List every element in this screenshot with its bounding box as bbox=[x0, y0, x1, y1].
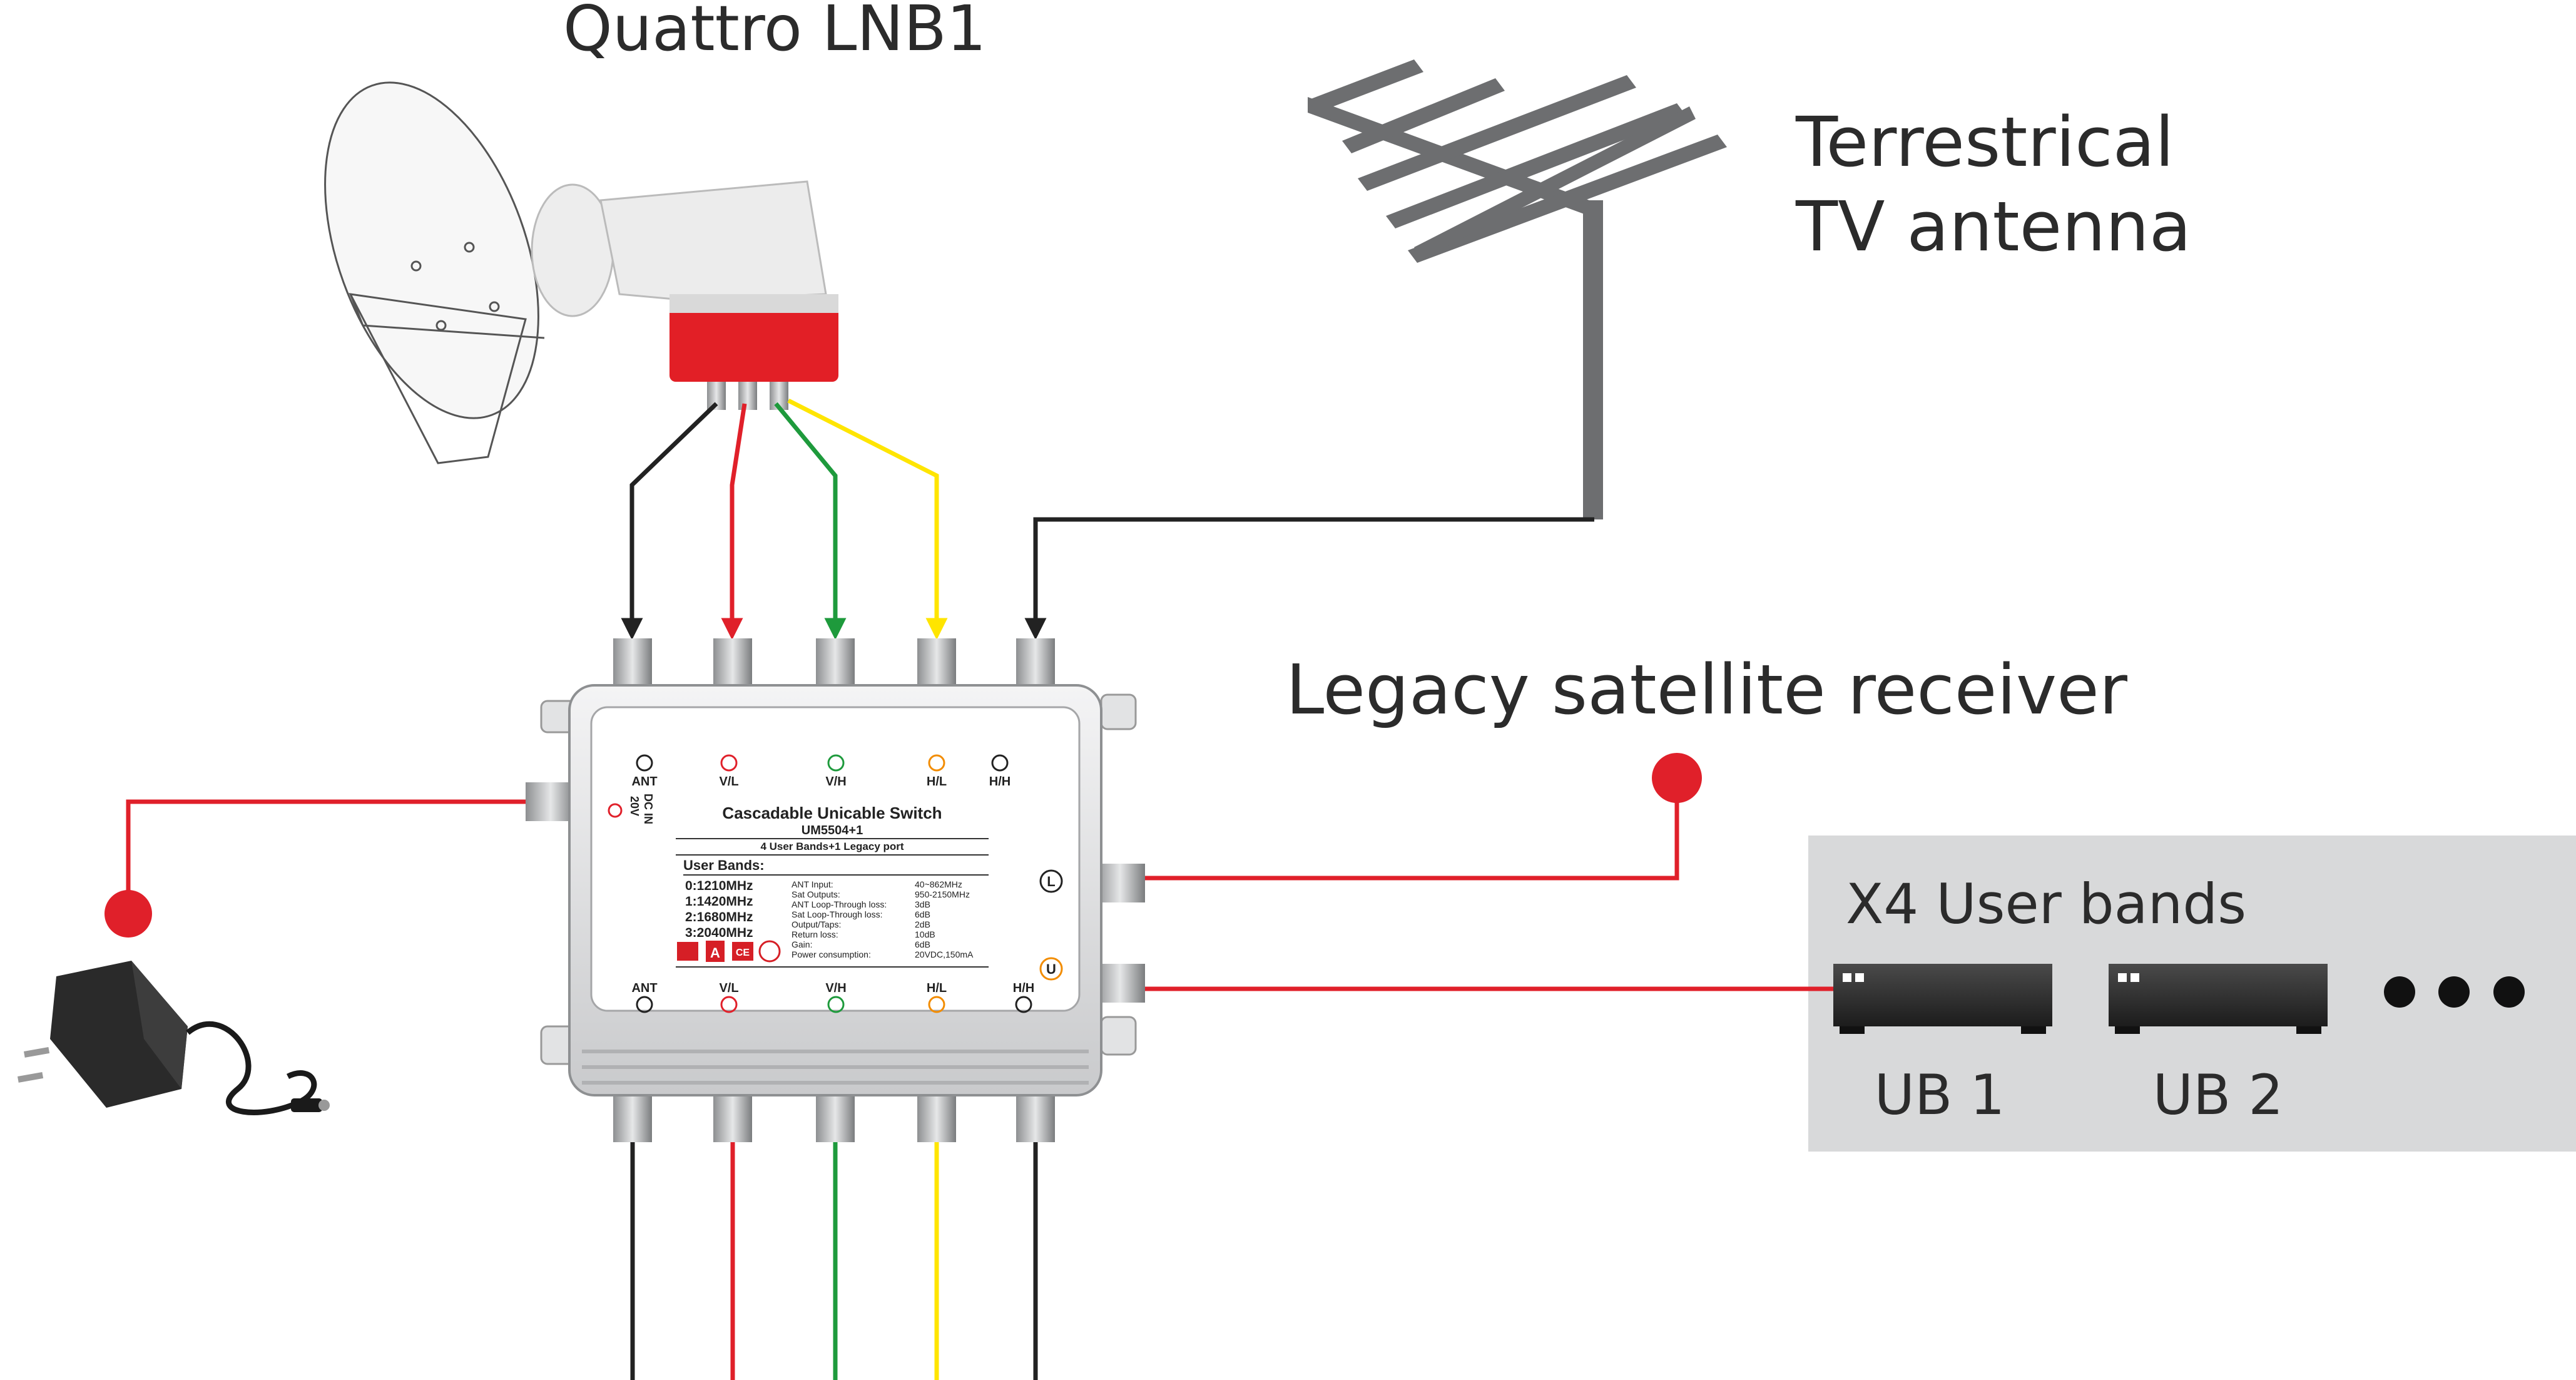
cable-yellow-hl-in bbox=[787, 398, 948, 640]
spec-name: Gain: bbox=[792, 939, 812, 949]
dc-in-icon bbox=[608, 803, 623, 818]
cable-green-vh-in bbox=[774, 402, 847, 640]
legacy-port-marker-label: L bbox=[1047, 874, 1055, 889]
top-connector-vl bbox=[713, 638, 752, 688]
bottom-port-hh-label: H/H bbox=[1013, 981, 1034, 995]
cable-antenna-in bbox=[1024, 517, 1594, 640]
spec-value: 3dB bbox=[915, 899, 930, 909]
bottom-connector-vh bbox=[816, 1092, 855, 1142]
spec-name: Sat Outputs: bbox=[792, 889, 840, 899]
quattro-lnb bbox=[531, 180, 838, 410]
legacy-connection bbox=[1145, 753, 1702, 881]
bottom-connector-hh bbox=[1016, 1092, 1055, 1142]
terrestrial-antenna bbox=[1308, 59, 1727, 519]
bottom-port-ant-label: ANT bbox=[631, 981, 657, 995]
legacy-cable-dot bbox=[1652, 753, 1702, 803]
band-1: 1:1420MHz bbox=[685, 894, 753, 909]
receiver-ub1: UB 1 bbox=[1833, 964, 2052, 1127]
dc-volt-label: 20V bbox=[628, 796, 641, 816]
top-connector-hl bbox=[917, 638, 956, 688]
bottom-port-vh-label: V/H bbox=[825, 981, 846, 995]
set-top-box-icon bbox=[1833, 964, 2052, 1026]
a-badge bbox=[706, 941, 725, 962]
power-cable bbox=[126, 799, 526, 911]
top-connector-hh bbox=[1016, 638, 1055, 688]
cable-red-vl-in bbox=[721, 403, 747, 640]
weee-badge bbox=[677, 942, 698, 961]
power-adapter-icon bbox=[17, 961, 330, 1115]
bottom-connector-ant bbox=[613, 1092, 652, 1142]
ub2-label: UB 2 bbox=[2153, 1063, 2284, 1127]
spec-value: 40~862MHz bbox=[915, 879, 962, 889]
specs-table: ANT Input: 40~862MHz Sat Outputs: 950-21… bbox=[792, 879, 974, 959]
ub1-label: UB 1 bbox=[1875, 1063, 2005, 1127]
spec-value: 10dB bbox=[915, 929, 935, 939]
switch-title: Cascadable Unicable Switch bbox=[722, 804, 942, 822]
antenna-label-line1: Terrestrical bbox=[1795, 102, 2174, 182]
spec-name: ANT Loop-Through loss: bbox=[792, 899, 887, 909]
unicable-port-marker bbox=[1039, 957, 1063, 981]
cable-black-ant-in bbox=[621, 402, 718, 640]
bottom-port-hl-label: H/L bbox=[927, 981, 947, 995]
spec-name: Output/Taps: bbox=[792, 919, 841, 929]
legacy-port-marker bbox=[1039, 869, 1063, 893]
spec-value: 6dB bbox=[915, 939, 930, 949]
certification-badges: A CE bbox=[677, 940, 781, 963]
switch-subtitle: 4 User Bands+1 Legacy port bbox=[760, 841, 904, 852]
spec-value: 950-2150MHz bbox=[915, 889, 970, 899]
ce-badge bbox=[732, 942, 753, 961]
top-port-vh-label: V/H bbox=[825, 775, 846, 789]
user-bands-heading: User Bands: bbox=[683, 857, 765, 873]
bottom-port-labels: ANT V/L V/H H/L H/H bbox=[631, 981, 1034, 1013]
band-0: 0:1210MHz bbox=[685, 879, 753, 893]
receiver-ub2: UB 2 bbox=[2109, 964, 2328, 1127]
switch-label-panel bbox=[590, 706, 1081, 1012]
bottom-connector-vl bbox=[713, 1092, 752, 1142]
spec-value: 2dB bbox=[915, 919, 930, 929]
spec-name: Power consumption: bbox=[792, 949, 871, 959]
spec-value: 20VDC,150mA bbox=[915, 949, 974, 959]
top-port-hh-label: H/H bbox=[989, 775, 1011, 789]
user-bands-label: X4 User bands bbox=[1846, 872, 2246, 936]
band-2: 2:1680MHz bbox=[685, 910, 753, 924]
set-top-box-icon bbox=[2109, 964, 2328, 1026]
dc-in-label: DC IN bbox=[642, 794, 654, 824]
mark-badge bbox=[758, 940, 781, 963]
legacy-out-connector bbox=[1095, 864, 1145, 902]
bottom-port-vl-label: V/L bbox=[719, 981, 738, 995]
a-badge-label: A bbox=[710, 945, 720, 961]
satellite-dish bbox=[324, 81, 545, 464]
unicable-out-connector bbox=[1095, 964, 1145, 1003]
lnb-cables bbox=[621, 398, 1594, 640]
top-port-vl-label: V/L bbox=[719, 775, 738, 789]
top-port-labels: ANT V/L V/H H/L H/H bbox=[631, 754, 1011, 789]
band-3: 3:2040MHz bbox=[685, 926, 753, 940]
power-supply bbox=[17, 799, 526, 1115]
top-port-ant-label: ANT bbox=[631, 775, 657, 789]
antenna-label-line2: TV antenna bbox=[1795, 187, 2191, 267]
output-cables bbox=[630, 1142, 1038, 1380]
unicable-switch: ANT V/L V/H H/L H/H DC IN 20V Cascadable… bbox=[526, 638, 1145, 1142]
top-connector-ant bbox=[613, 638, 652, 688]
spec-name: Sat Loop-Through loss: bbox=[792, 909, 883, 919]
ce-badge-label: CE bbox=[736, 948, 750, 958]
dc-in-connector bbox=[526, 782, 576, 821]
spec-name: ANT Input: bbox=[792, 879, 833, 889]
switch-model: UM5504+1 bbox=[802, 824, 863, 837]
lnb-label: Quattro LNB1 bbox=[563, 0, 986, 65]
spec-value: 6dB bbox=[915, 909, 930, 919]
more-receivers-ellipsis-icon bbox=[2384, 976, 2525, 1008]
legacy-cable bbox=[1145, 782, 1679, 881]
power-cable-dot bbox=[104, 890, 152, 938]
legacy-receiver-label: Legacy satellite receiver bbox=[1286, 650, 2128, 730]
spec-name: Return loss: bbox=[792, 929, 838, 939]
top-connector-vh bbox=[816, 638, 855, 688]
user-bands-list: 0:1210MHz 1:1420MHz 2:1680MHz 3:2040MHz bbox=[685, 879, 753, 940]
bottom-connector-hl bbox=[917, 1092, 956, 1142]
top-port-hl-label: H/L bbox=[927, 775, 947, 789]
unicable-port-marker-label: U bbox=[1046, 961, 1056, 977]
